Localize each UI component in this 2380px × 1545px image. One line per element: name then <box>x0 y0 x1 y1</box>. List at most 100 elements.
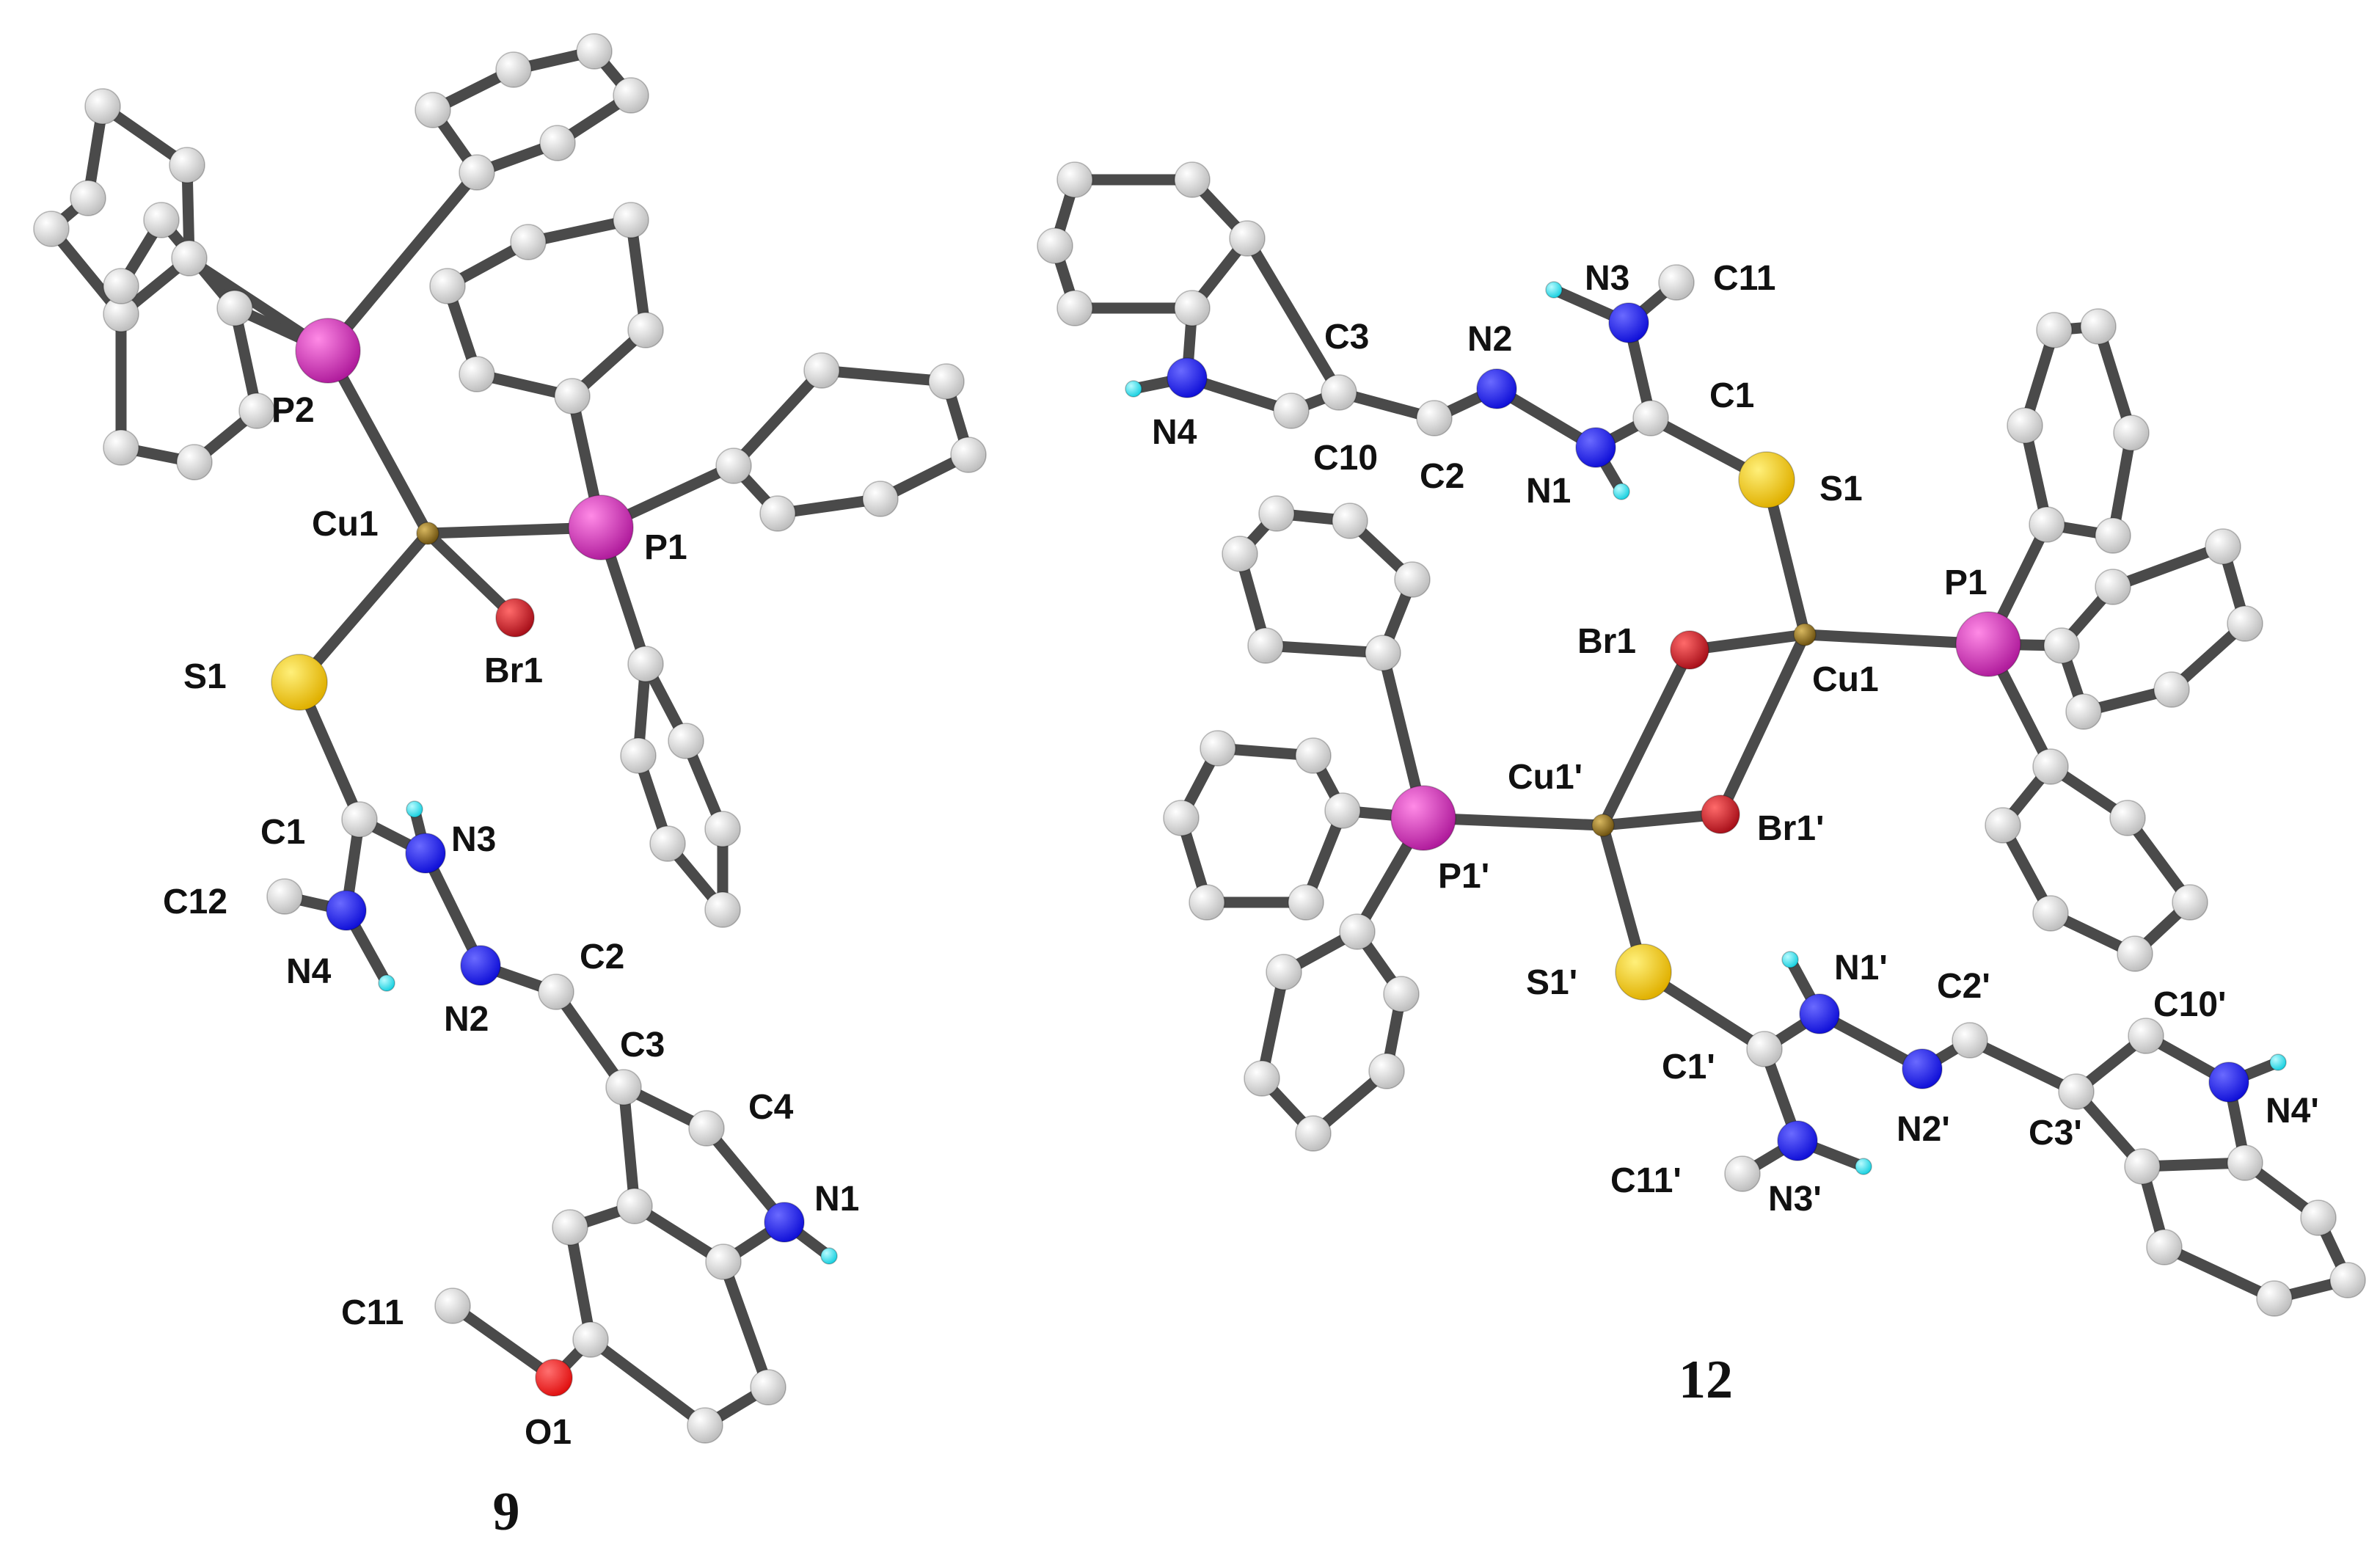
c12-hydrogen-atom <box>1613 483 1630 500</box>
c12-n4-atom <box>1167 357 1208 398</box>
c9-indole-bond <box>718 1256 774 1393</box>
c12-p1-ring-b-carbon <box>2153 671 2190 708</box>
c9-p1-ring-b-carbon <box>715 448 752 484</box>
atom-label: P1' <box>1438 857 1489 896</box>
c12-p1p-ring-a-carbon <box>1365 635 1401 671</box>
c9-p1-ring-b-bond <box>728 365 828 472</box>
c9-p1-ring-b-carbon <box>928 363 965 400</box>
c9-p1-ring-c-carbon <box>704 811 741 847</box>
atom-label: N1 <box>814 1180 859 1219</box>
c12-p1p-ring-a-carbon <box>1247 627 1284 664</box>
c12-indole-benzo-carbon <box>1174 161 1211 198</box>
c12-indole-benzo-b-carbon <box>2124 1148 2161 1185</box>
c12-indole-benzo-b-carbon <box>2329 1262 2366 1299</box>
c9-p2-ring-b-carbon <box>103 429 139 466</box>
c9-c3-c3a-bond <box>618 1081 640 1212</box>
c12-s1p-atom <box>1615 943 1672 1001</box>
atom-label: C2 <box>1420 457 1464 496</box>
atom-label: N2' <box>1897 1110 1950 1149</box>
c9-p2-ring-b-carbon <box>103 268 139 304</box>
atom-label: O1 <box>525 1413 572 1452</box>
c9-p2-ring-b-carbon <box>238 392 275 429</box>
c12-p1p-ring-a-carbon <box>1222 536 1258 572</box>
c9-o1-c11-bond <box>447 1300 560 1384</box>
c9-carbon-atom <box>341 801 378 838</box>
c9-br1-atom <box>495 598 535 638</box>
c12-n4p-atom <box>2208 1062 2249 1103</box>
atom-label: C2 <box>580 938 624 976</box>
atom-label: C3 <box>1324 318 1369 357</box>
c12-p1p-ring-b-carbon <box>1163 800 1200 836</box>
atom-label: N2 <box>1467 320 1512 359</box>
c12-p1p-atom <box>1390 785 1456 851</box>
c9-p2-ring-a-carbon <box>70 180 106 216</box>
c12-p1p-ring-c-carbon <box>1244 1060 1280 1097</box>
c12-p1-ring-a-carbon <box>2007 407 2043 444</box>
c12-carbon-atom <box>1658 264 1695 301</box>
c12-hydrogen-atom <box>1855 1158 1872 1175</box>
c12-p1p-ring-c-carbon <box>1368 1053 1405 1089</box>
c9-hydrogen-atom <box>820 1247 838 1265</box>
c9-p2-ring-a-carbon <box>33 211 70 247</box>
atom-label: C1' <box>1662 1048 1715 1086</box>
c12-p1p-ring-c-carbon <box>1295 1115 1332 1152</box>
c12-n2-atom <box>1476 368 1517 409</box>
c9-n1-atom <box>764 1202 805 1243</box>
atom-label: S1 <box>183 657 227 696</box>
c9-p1-ring-b-carbon <box>759 495 796 532</box>
c9-p2-ring-c-carbon <box>415 92 451 128</box>
c9-cu1-br1-bond <box>422 527 521 624</box>
c9-carbon-atom <box>750 1369 786 1406</box>
c9-p1-ring-c-carbon <box>620 737 657 774</box>
atom-label: C1 <box>260 813 305 852</box>
c9-p1-atom <box>568 494 634 560</box>
c9-cu1-atom <box>416 522 439 545</box>
c12-carbon-atom <box>1273 392 1310 429</box>
c12-indole-benzo-b-carbon <box>2146 1229 2183 1265</box>
atom-label: P1 <box>1944 563 1987 602</box>
c12-p1-ring-a-carbon <box>2095 517 2131 554</box>
atom-label: N4 <box>286 952 332 991</box>
c12-hydrogen-atom <box>1781 951 1799 968</box>
c9-p2-ring-c-carbon <box>459 154 495 191</box>
atom-label: Br1' <box>1757 809 1824 848</box>
c12-cu1-br1p-bond <box>1715 629 1811 820</box>
c9-p2-ring-a-carbon <box>171 240 208 277</box>
c12-br1p-atom <box>1701 795 1740 834</box>
c9-o1-atom <box>535 1359 573 1397</box>
atom-label: Cu1 <box>312 505 379 544</box>
atom-label: C3' <box>2029 1114 2082 1153</box>
c9-p2-ring-c-carbon <box>613 77 649 114</box>
atom-label: N3 <box>1585 259 1629 298</box>
c9-p1-ring-a-carbon <box>554 378 591 414</box>
c12-p1-ring-b-carbon <box>2095 569 2131 605</box>
c12-p1p-ring-c-bond <box>1256 966 1290 1084</box>
c12-p1p-ring-c-carbon <box>1266 954 1302 990</box>
c12-indole-benzo-b-carbon <box>2227 1144 2263 1181</box>
c9-carbon-atom <box>616 1188 653 1224</box>
atom-layer <box>33 33 2366 1444</box>
c12-cu1p-br1-bond <box>1597 644 1695 831</box>
c9-c4-n1-bond <box>701 1122 790 1228</box>
atom-label: N4 <box>1152 413 1197 452</box>
atom-label: C12 <box>163 883 227 921</box>
c12-p1p-ring-c-carbon <box>1339 913 1376 950</box>
c12-p1p-ring-b-carbon <box>1200 730 1236 767</box>
c9-n4-atom <box>326 890 367 931</box>
c9-p2-ring-a-carbon <box>84 88 121 125</box>
bond-layer <box>45 45 2354 1431</box>
c9-hydrogen-atom <box>378 974 395 992</box>
atom-label: N4' <box>2266 1092 2319 1131</box>
c9-p2-ring-c-carbon <box>539 125 576 161</box>
c9-carbon-atom <box>266 878 303 915</box>
c9-p1-ring-a-carbon <box>627 312 664 348</box>
c12-p1-ring-c-carbon <box>2032 895 2069 932</box>
c12-hydrogen-atom <box>1545 281 1563 299</box>
c9-p1-ring-b-carbon <box>862 481 899 517</box>
c12-p1-ring-c-carbon <box>2032 748 2069 785</box>
c9-p1-ring-b-carbon <box>803 352 840 389</box>
c12-carbon-atom <box>1724 1155 1761 1192</box>
c12-n3p-atom <box>1777 1120 1818 1161</box>
c9-carbon-atom <box>552 1209 588 1246</box>
